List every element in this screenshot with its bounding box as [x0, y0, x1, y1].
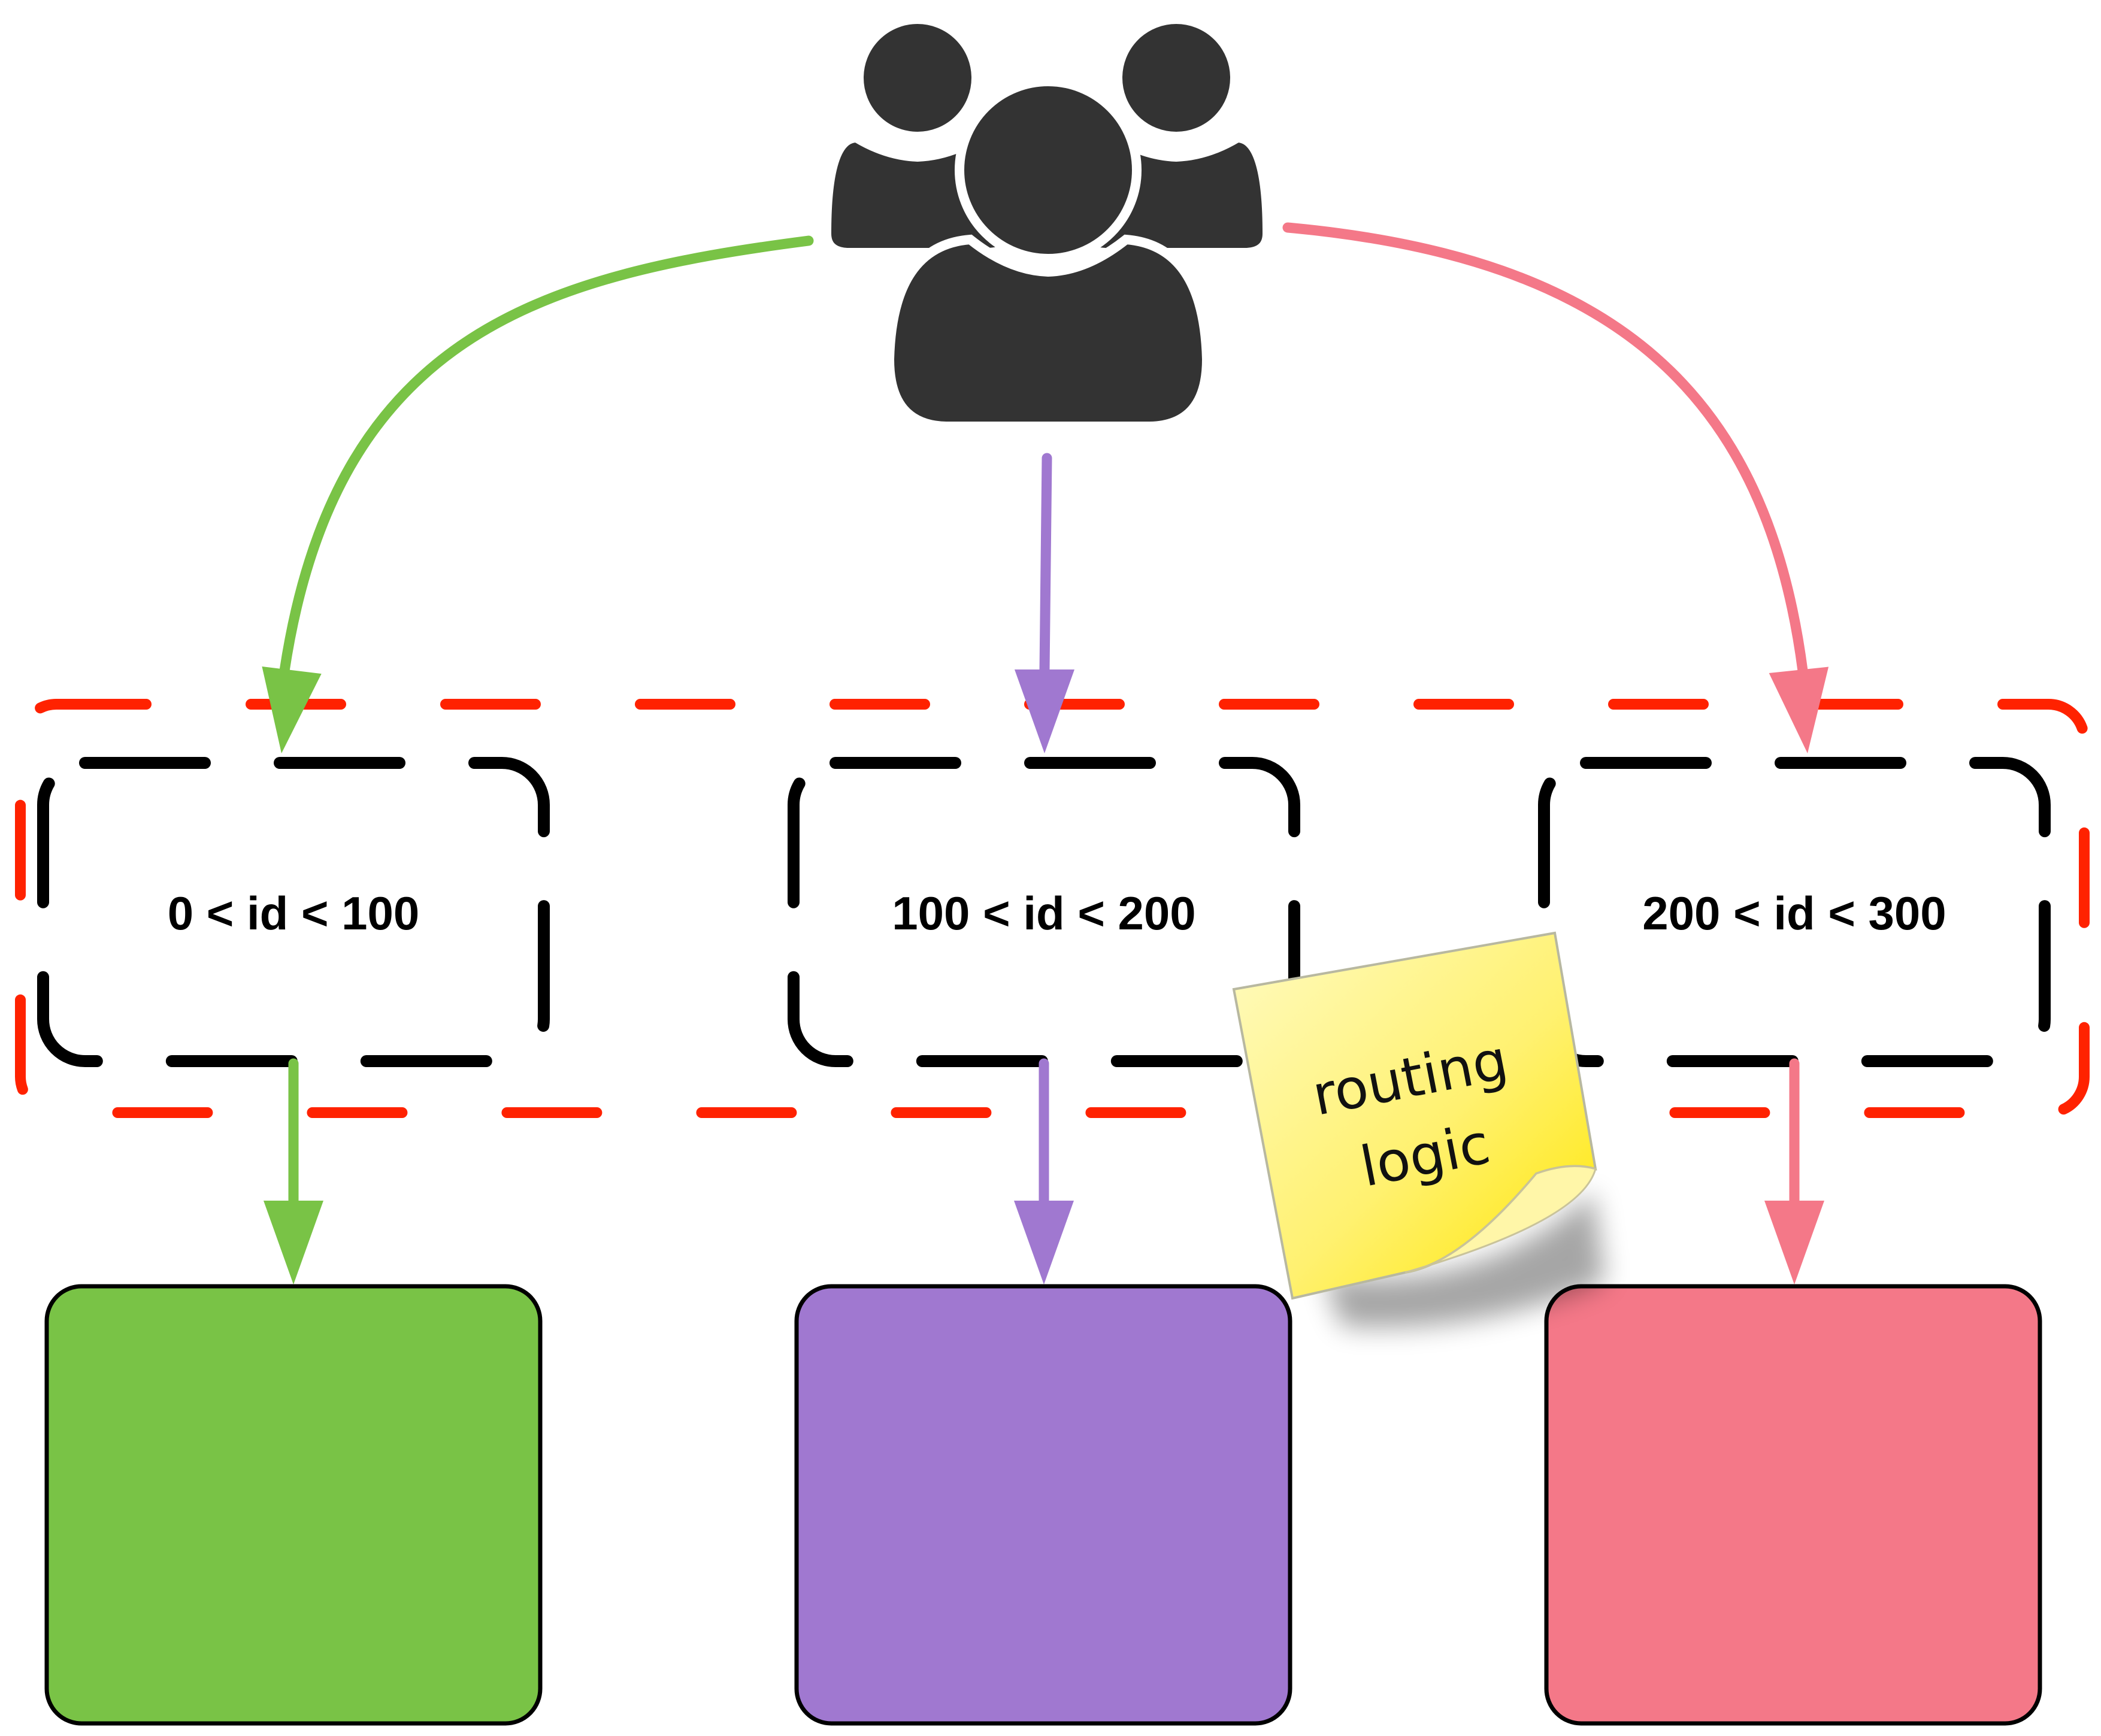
route-label-2: 100 < id < 200 [892, 887, 1195, 940]
route-label-1: 0 < id < 100 [168, 887, 420, 940]
arrows [262, 222, 1829, 1284]
shard-box-3 [1544, 1284, 2042, 1726]
route-label-3: 200 < id < 300 [1642, 887, 1946, 940]
arrow-head-route-1-to-shard-1 [264, 1201, 323, 1284]
sticky-note: routing logic [1232, 931, 1605, 1328]
arrow-head-route-3-to-shard-3 [1764, 1201, 1824, 1284]
arrow-users-to-route-1 [279, 235, 814, 676]
shard-box-1 [44, 1284, 543, 1726]
arrow-head-users-to-route-2 [1015, 669, 1074, 753]
arrow-head-users-to-route-1 [262, 666, 322, 753]
users-group-icon [821, 14, 1273, 431]
arrow-head-users-to-route-3 [1769, 666, 1829, 753]
shard-box-2 [794, 1284, 1292, 1726]
arrow-head-route-2-to-shard-2 [1014, 1201, 1074, 1284]
arrow-users-to-route-3 [1282, 222, 1808, 676]
arrow-users-to-route-2 [1039, 453, 1052, 676]
